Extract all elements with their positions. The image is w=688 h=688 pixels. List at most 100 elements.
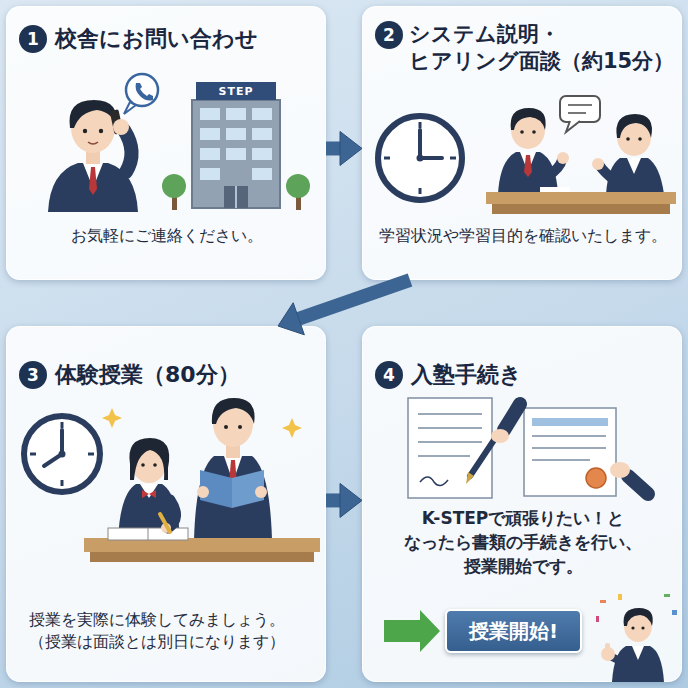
school-building	[192, 82, 280, 208]
caller-figure-part	[70, 100, 117, 128]
clock	[24, 416, 100, 492]
caller-figure-part	[99, 129, 103, 133]
school-building-part	[252, 148, 272, 160]
text-slot: 授業を実際に体験してみましょう。 （授業は面談とは別日になります）	[29, 609, 319, 654]
arrow-head	[340, 131, 362, 165]
step-heading: システム説明・ ヒアリング面談（約15分）	[409, 21, 677, 76]
flow-arrow	[278, 280, 410, 335]
cheering-figure-part	[600, 600, 606, 603]
lesson-scene-part	[90, 552, 314, 562]
documents-part	[504, 404, 520, 430]
documents-part	[610, 462, 630, 478]
documents-part	[418, 413, 482, 415]
interview-scene-part	[568, 104, 592, 106]
school-building-part	[224, 186, 248, 208]
text-slot: 校舎にお問い合わせ	[55, 25, 321, 54]
cheering-figure-part	[631, 626, 634, 629]
flow-arrow	[326, 131, 362, 165]
interview-scene-part	[520, 130, 524, 134]
clock-part	[59, 451, 66, 458]
lesson-scene-part	[141, 463, 145, 467]
documents-part	[491, 429, 509, 443]
step-number: 3	[27, 367, 39, 384]
interview-scene-part	[532, 130, 536, 134]
flow-arrow	[326, 483, 362, 517]
step-description: K-STEPで頑張りたい！と なったら書類の手続きを行い、 授業開始です。	[373, 507, 673, 578]
interview-scene-part	[557, 152, 569, 164]
step-description: 授業を実際に体験してみましょう。 （授業は面談とは別日になります）	[29, 609, 319, 654]
sparkle-part	[282, 418, 302, 438]
clock-part	[419, 122, 422, 128]
arrow-shaft	[326, 493, 340, 507]
documents	[408, 398, 648, 498]
step-number: 4	[383, 367, 395, 384]
caller-figure-part	[113, 119, 129, 135]
cheering-figure-part	[641, 626, 644, 629]
green-pointer-arrow-part	[384, 610, 440, 652]
interview-scene	[486, 96, 676, 214]
documents-part	[420, 477, 448, 486]
lesson-scene-part	[255, 486, 267, 498]
interview-scene-part	[627, 158, 641, 174]
clock-part	[24, 416, 100, 492]
arrow-shaft	[326, 141, 340, 155]
documents-part	[628, 476, 648, 494]
lesson-scene-part	[148, 528, 149, 540]
cheering-figure	[596, 594, 677, 682]
phone-bubble-part	[126, 74, 158, 106]
clock-part	[450, 157, 456, 160]
step-description: お気軽にご連絡ください。	[17, 225, 317, 247]
arrow-head	[278, 303, 304, 335]
clock-part	[60, 430, 64, 454]
clock	[378, 116, 462, 200]
documents-part	[532, 447, 606, 449]
clock-part	[30, 453, 36, 456]
text-slot: 入塾手続き	[411, 361, 677, 390]
lesson-scene-part	[224, 425, 228, 429]
school-building-part	[200, 148, 220, 160]
tree-part	[286, 174, 310, 198]
lesson-scene	[84, 398, 320, 562]
clock-part	[61, 422, 64, 428]
caller-figure-part	[88, 142, 98, 144]
documents-part	[532, 435, 606, 437]
text-slot: 体験授業（80分）	[55, 361, 321, 390]
step-number-badge: 4	[375, 361, 403, 389]
school-building-part	[192, 100, 280, 208]
text-slot: システム説明・ ヒアリング面談（約15分）	[409, 21, 677, 76]
text-slot: K-STEPで頑張りたい！と なったら書類の手続きを行い、 授業開始です。	[373, 507, 673, 578]
school-building-part	[252, 128, 272, 140]
step-number-badge: 1	[19, 25, 47, 53]
cheering-figure-part	[624, 608, 653, 626]
building-sign-text: STEP	[218, 86, 253, 97]
phone-bubble-part	[136, 83, 154, 101]
step-number: 2	[383, 27, 395, 44]
step-heading: 体験授業（80分）	[55, 361, 321, 390]
lesson-scene-part	[212, 398, 255, 424]
documents-part	[418, 455, 470, 457]
interview-scene-part	[492, 204, 670, 214]
school-building-part	[200, 168, 220, 180]
cheering-figure-part	[672, 610, 677, 615]
lesson-scene-part	[160, 514, 170, 532]
school-building-part	[226, 128, 246, 140]
school-building-part	[252, 168, 272, 180]
documents-part	[586, 468, 606, 488]
interview-scene-part	[616, 114, 652, 138]
documents-part	[524, 408, 616, 496]
step-heading: 校舎にお問い合わせ	[55, 25, 321, 54]
caller-figure-part	[83, 129, 87, 133]
step-number-badge: 3	[19, 361, 47, 389]
lesson-scene-part	[238, 425, 242, 429]
step-description: 学習状況や学習目的を確認いたします。	[373, 225, 673, 247]
interview-scene-part	[626, 137, 630, 141]
sparkle-part	[102, 408, 122, 428]
interview-scene-part	[568, 112, 586, 114]
step-number-badge: 2	[375, 21, 403, 49]
school-building-part	[200, 128, 220, 140]
lesson-scene-part	[168, 500, 176, 528]
caller-figure-part	[89, 167, 97, 195]
clock-part	[417, 155, 424, 162]
